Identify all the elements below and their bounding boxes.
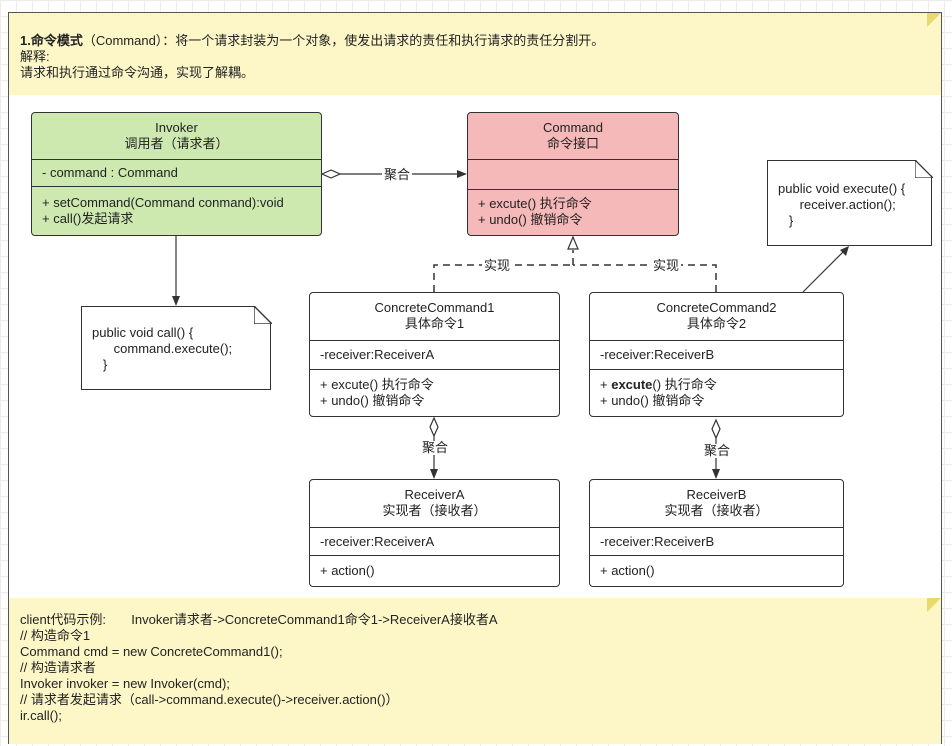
client-code-line: client代码示例: Invoker请求者->ConcreteCommand1… — [20, 612, 498, 627]
receiver-b-method: + action() — [600, 562, 655, 578]
concrete2-name: ConcreteCommand2 — [656, 300, 777, 315]
receiver-a-method: + action() — [320, 562, 375, 578]
command-subtitle: 命令接口 — [546, 136, 599, 151]
header-title: 1.命令模式 — [20, 33, 83, 48]
invoker-name: Invoker — [155, 120, 198, 135]
label-aggregate-top: 聚合 — [382, 167, 413, 182]
command-interface[interactable]: Command 命令接口 + excute() 执行命令 + undo() 撤销… — [467, 112, 679, 236]
client-code-note: client代码示例: Invoker请求者->ConcreteCommand1… — [9, 598, 941, 744]
arrowhead-command — [457, 170, 467, 178]
concrete1-attribute: -receiver:ReceiverA — [320, 347, 435, 362]
concrete2-subtitle: 具体命令2 — [686, 316, 747, 331]
note-fold-corner — [927, 13, 941, 27]
note-fold-icon — [914, 159, 933, 178]
aggregation-diamond-a — [429, 416, 439, 438]
header-explain-label: 解释: — [20, 49, 50, 64]
aggregation-diamond-b — [711, 418, 721, 440]
client-code-line: ir.call(); — [20, 708, 62, 723]
realize-line-concrete2 — [573, 264, 717, 292]
execute-code-line: public void execute() { — [778, 181, 906, 196]
client-code-line: // 构造命令1 — [20, 628, 91, 643]
invoker-subtitle: 调用者（请求者） — [124, 136, 229, 151]
receiver-b-class[interactable]: ReceiverB 实现者（接收者） -receiver:ReceiverB +… — [589, 479, 844, 587]
arrowhead-execute-note — [840, 246, 849, 256]
realize-line-concrete1 — [433, 264, 573, 292]
receiver-a-class[interactable]: ReceiverA 实现者（接收者） -receiver:ReceiverA +… — [309, 479, 560, 587]
concrete-command1-class[interactable]: ConcreteCommand1 具体命令1 -receiver:Receive… — [309, 292, 560, 417]
call-code-line: public void call() { — [92, 325, 194, 340]
arrowhead-receiver-b — [712, 469, 720, 479]
invoker-attribute: - command : Command — [42, 165, 178, 180]
receiver-b-subtitle: 实现者（接收者） — [664, 503, 769, 518]
call-code-line: } — [92, 357, 108, 372]
label-realize-right: 实现 — [651, 258, 682, 273]
receiver-a-subtitle: 实现者（接收者） — [382, 503, 487, 518]
concrete-command2-class[interactable]: ConcreteCommand2 具体命令2 -receiver:Receive… — [589, 292, 844, 417]
invoker-method: + setCommand(Command conmand):void — [42, 194, 284, 210]
execute-code-note[interactable]: public void execute() { receiver.action(… — [767, 159, 933, 246]
command-method: + excute() 执行命令 — [478, 196, 592, 211]
command-name: Command — [543, 120, 603, 135]
concrete1-method: + undo() 撤销命令 — [320, 392, 425, 408]
client-code-line: // 构造请求者 — [20, 660, 96, 675]
call-code-note[interactable]: public void call() { command.execute(); … — [81, 305, 272, 390]
note-fold-corner — [927, 598, 941, 612]
call-code-line: command.execute(); — [92, 341, 233, 356]
concrete1-subtitle: 具体命令1 — [404, 316, 465, 331]
header-explain-text: 请求和执行通过命令沟通，实现了解耦。 — [20, 65, 255, 80]
concrete2-attribute: -receiver:ReceiverB — [600, 347, 715, 362]
client-code-line: Invoker invoker = new Invoker(cmd); — [20, 676, 230, 691]
client-code-line: // 请求者发起请求（call->command.execute()->rece… — [20, 692, 399, 707]
execute-code-line: receiver.action(); — [778, 197, 896, 212]
command-method: + undo() 撤销命令 — [478, 212, 583, 227]
concrete1-name: ConcreteCommand1 — [374, 300, 495, 315]
realize-triangle — [567, 235, 579, 250]
header-description: （Command）：将一个请求封装为一个对象，使发出请求的责任和执行请求的责任分… — [82, 33, 605, 48]
note-fold-icon — [253, 305, 272, 324]
client-code-line: Command cmd = new ConcreteCommand1(); — [20, 644, 283, 659]
concrete1-method: + excute() 执行命令 — [320, 376, 434, 392]
command-attributes-empty — [468, 160, 678, 190]
receiver-a-name: ReceiverA — [404, 487, 465, 502]
label-aggregate-a: 聚合 — [420, 440, 451, 455]
invoker-class[interactable]: Invoker 调用者（请求者） - command : Command + s… — [31, 112, 322, 236]
header-note: 1.命令模式（Command）：将一个请求封装为一个对象，使发出请求的责任和执行… — [9, 13, 941, 95]
arrowhead-call-note — [172, 296, 180, 306]
concrete2-method: + undo() 撤销命令 — [600, 392, 705, 408]
concrete2-note-line — [802, 251, 844, 293]
invoker-method: + call()发起请求 — [42, 210, 134, 226]
concrete2-method: + excute() 执行命令 — [600, 376, 717, 392]
receiver-b-attribute: -receiver:ReceiverB — [600, 533, 715, 549]
arrowhead-receiver-a — [430, 469, 438, 479]
receiver-a-attribute: -receiver:ReceiverA — [320, 533, 435, 549]
label-realize-left: 实现 — [482, 258, 513, 273]
label-aggregate-b: 聚合 — [702, 443, 733, 458]
receiver-b-name: ReceiverB — [686, 487, 747, 502]
aggregation-diamond-invoker — [320, 169, 342, 179]
execute-code-line: } — [778, 213, 794, 228]
